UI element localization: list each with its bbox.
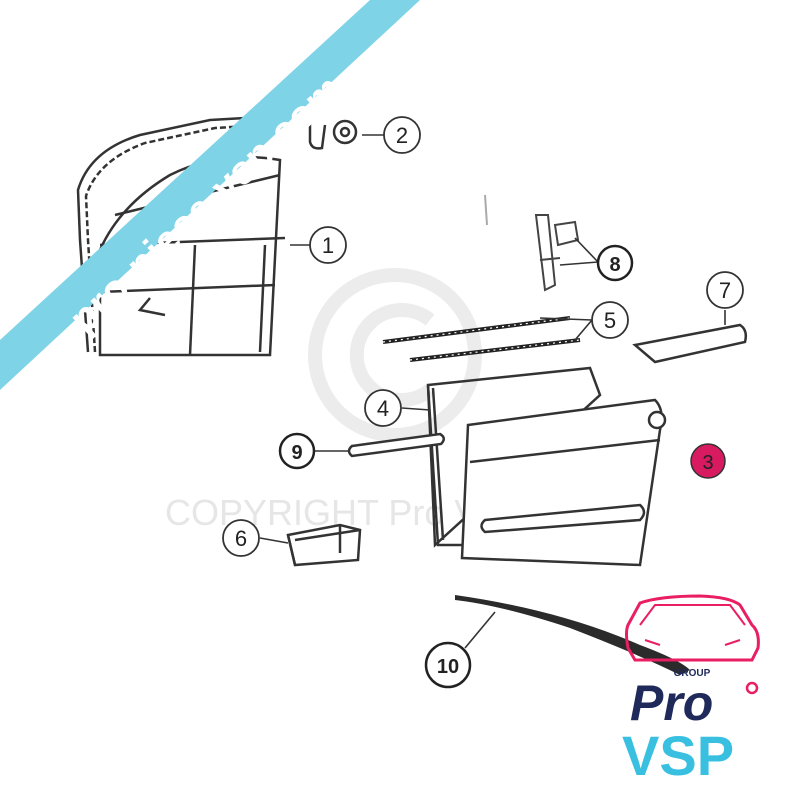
svg-text:4: 4 [377,396,389,421]
callout-2: 2 [383,116,421,154]
svg-text:2: 2 [396,123,408,148]
svg-text:3: 3 [702,452,713,474]
outer-panel-part [460,398,667,567]
trim-piece-part [632,323,748,364]
callout-6: 6 [222,519,260,557]
svg-text:5: 5 [604,308,616,333]
callout-9: 9 [278,432,316,470]
callout-10: 10 [424,641,472,689]
callout-4: 4 [364,389,402,427]
leader-lines [259,134,726,649]
rod-part [347,432,445,458]
clip-part [308,119,358,150]
door-frame-part [76,116,286,357]
svg-text:9: 9 [291,442,302,464]
callout-8: 8 [596,244,634,282]
svg-text:6: 6 [235,526,247,551]
svg-text:10: 10 [437,656,459,678]
svg-text:7: 7 [719,278,731,303]
seal-strips-part [382,316,581,362]
bracket-part [484,194,580,292]
car-outline-icon [625,594,760,662]
callout-7: 7 [706,271,744,309]
callout-5: 5 [591,301,629,339]
callout-1: 1 [309,226,347,264]
logo-pro-text: Pro [630,675,713,731]
provsp-logo: GROUP Pro VSP [622,594,760,787]
svg-text:1: 1 [322,233,334,258]
svg-text:8: 8 [609,254,620,276]
callout-3-highlight: 3 [690,443,726,479]
logo-group-text: GROUP [674,668,711,679]
banner-text: pro-piece-vsp.com [61,67,351,342]
box-part [286,523,362,567]
molding-part [455,595,690,675]
logo-vsp-text: VSP [622,724,734,787]
